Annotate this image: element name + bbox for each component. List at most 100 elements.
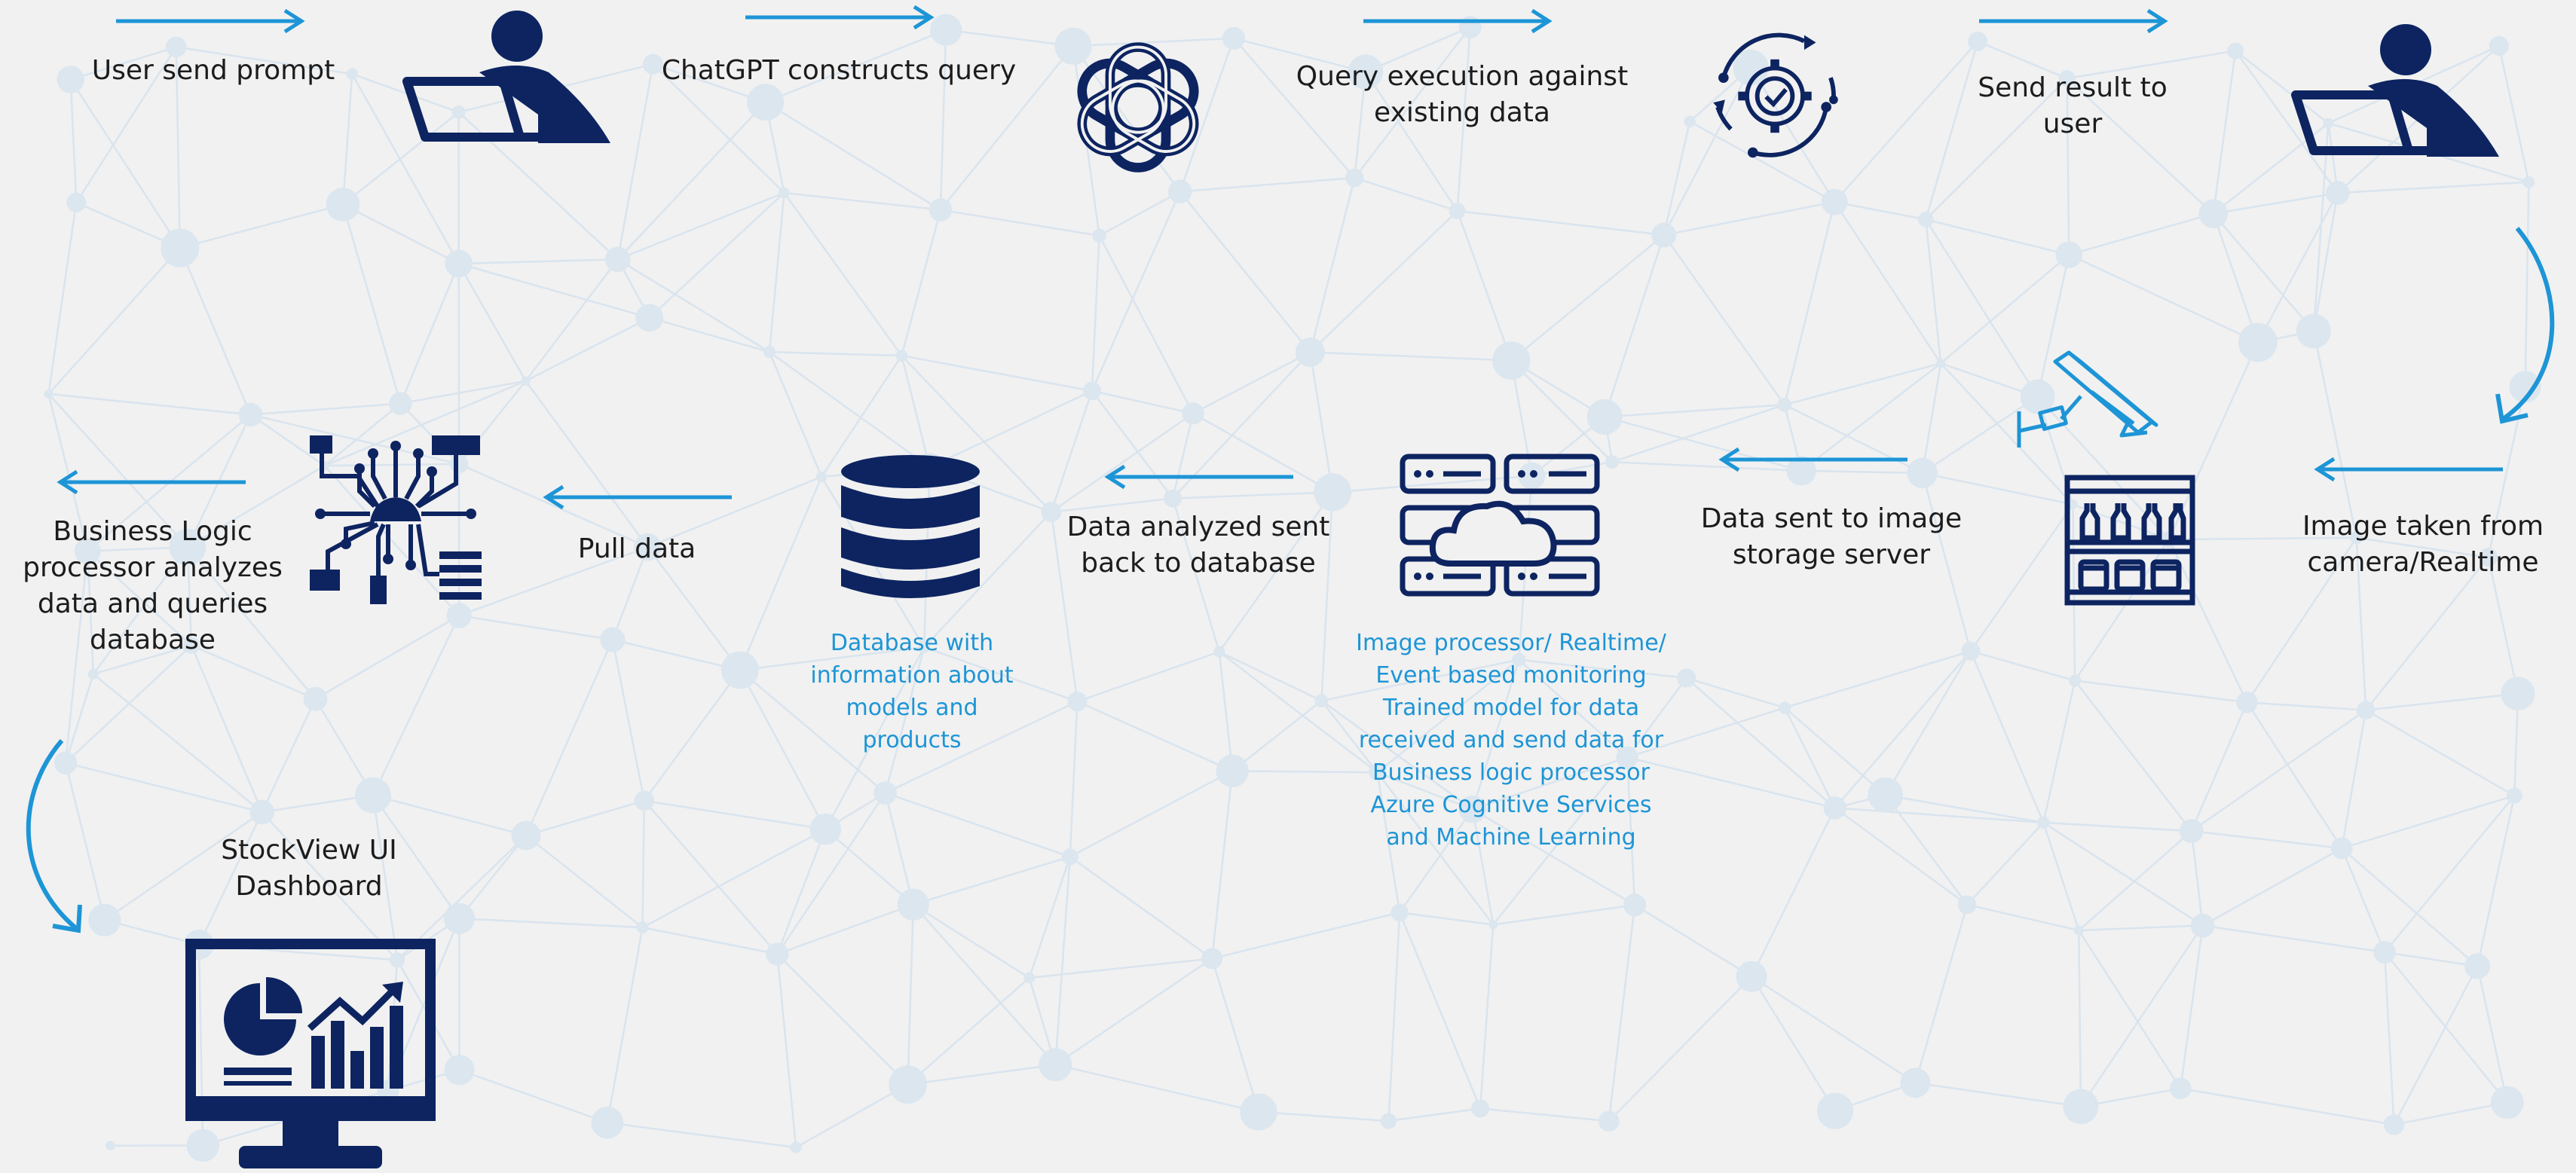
network-line	[2078, 930, 2182, 1089]
network-line	[1626, 707, 1785, 759]
network-node	[1623, 893, 1647, 917]
label-business-logic: Business Logic processor analyzes data a…	[0, 514, 305, 658]
network-line	[324, 380, 526, 467]
network-line	[65, 644, 192, 764]
network-line	[1321, 658, 1519, 702]
network-line	[1051, 412, 1194, 513]
label-line: camera/Realtime	[2307, 547, 2539, 578]
network-line	[1966, 903, 2079, 932]
network-node	[355, 777, 391, 814]
network-line	[1884, 794, 1969, 906]
network-line	[884, 793, 914, 905]
network-line	[1376, 771, 1495, 926]
network-node	[895, 350, 908, 362]
network-line	[2235, 50, 2339, 194]
network-node	[2190, 913, 2215, 938]
network-line	[776, 792, 886, 955]
network-line	[1354, 176, 1458, 212]
network-line	[644, 799, 826, 830]
flow-arrow-left-4	[543, 484, 732, 510]
network-line	[1604, 416, 1802, 472]
network-line	[901, 354, 1093, 393]
network-line	[525, 834, 644, 929]
network-line	[641, 828, 826, 929]
network-node	[1201, 948, 1223, 970]
network-line	[69, 78, 181, 249]
network-line	[1376, 658, 1520, 774]
network-line	[1172, 351, 1311, 499]
network-line	[64, 674, 94, 763]
network-line	[104, 811, 263, 921]
network-line	[1608, 905, 1636, 1122]
network-node	[2325, 181, 2350, 205]
network-line	[1925, 78, 2068, 221]
flow-arrow-left-5	[57, 469, 246, 495]
network-node	[2373, 941, 2396, 964]
network-line	[1055, 1064, 1259, 1113]
network-line	[769, 350, 902, 357]
network-node	[1599, 1110, 1620, 1132]
network-line	[2213, 191, 2339, 215]
network-line	[940, 209, 1100, 237]
network-line	[2074, 680, 2192, 832]
network-line	[2341, 848, 2478, 967]
network-line	[47, 247, 181, 395]
network-line	[1626, 757, 1636, 906]
network-node	[1957, 895, 1977, 915]
network-node	[1786, 456, 1816, 486]
network-node	[1907, 457, 1938, 489]
network-line	[2074, 680, 2247, 704]
network-node	[1512, 652, 1526, 667]
network-line	[1232, 37, 1356, 179]
store-shelf-icon	[2064, 475, 2195, 606]
network-line	[923, 646, 1078, 703]
network-node	[1067, 692, 1088, 712]
network-line	[2066, 78, 2214, 215]
network-line	[1970, 650, 2076, 682]
network-line	[739, 669, 886, 794]
network-line	[2513, 693, 2519, 796]
network-line	[2337, 181, 2529, 194]
network-node	[1823, 796, 1846, 820]
note-line: received and send data for	[1358, 727, 1664, 753]
network-line	[93, 644, 192, 675]
network-node	[1816, 1092, 1854, 1129]
network-node	[161, 228, 200, 267]
flow-arrow-left-1	[2314, 457, 2503, 482]
network-line	[1091, 390, 1174, 499]
network-line	[1969, 503, 2074, 652]
network-line	[795, 1083, 909, 1149]
network-node	[1314, 694, 1329, 708]
network-line	[2476, 966, 2508, 1103]
network-line	[647, 475, 822, 548]
label-chatgpt-constructs-query: ChatGPT constructs query	[661, 55, 1017, 86]
network-line	[1922, 472, 2073, 506]
network-line	[1686, 677, 1785, 709]
network-line	[641, 800, 646, 928]
network-line	[175, 47, 182, 249]
network-line	[1603, 234, 1665, 417]
label-image-taken: Image taken from camera/Realtime	[2272, 509, 2574, 581]
network-line	[314, 698, 375, 796]
network-node	[642, 53, 663, 75]
network-line	[1456, 26, 1472, 212]
network-line	[907, 904, 915, 1085]
network-line	[261, 811, 399, 961]
network-node	[889, 1065, 927, 1104]
network-line	[2256, 192, 2339, 344]
flow-arrow-left-2	[1718, 447, 1908, 472]
network-node	[1684, 115, 1696, 128]
network-line	[784, 191, 941, 211]
security-camera-icon	[2017, 350, 2158, 448]
network-node	[929, 198, 953, 221]
network-line	[2078, 930, 2082, 1107]
network-line	[400, 380, 526, 405]
network-node	[809, 813, 842, 845]
network-node	[88, 903, 121, 936]
network-node	[445, 249, 473, 278]
network-line	[2356, 536, 2489, 559]
network-line	[607, 1121, 797, 1149]
network-line	[458, 614, 613, 641]
network-line	[1925, 218, 2070, 256]
